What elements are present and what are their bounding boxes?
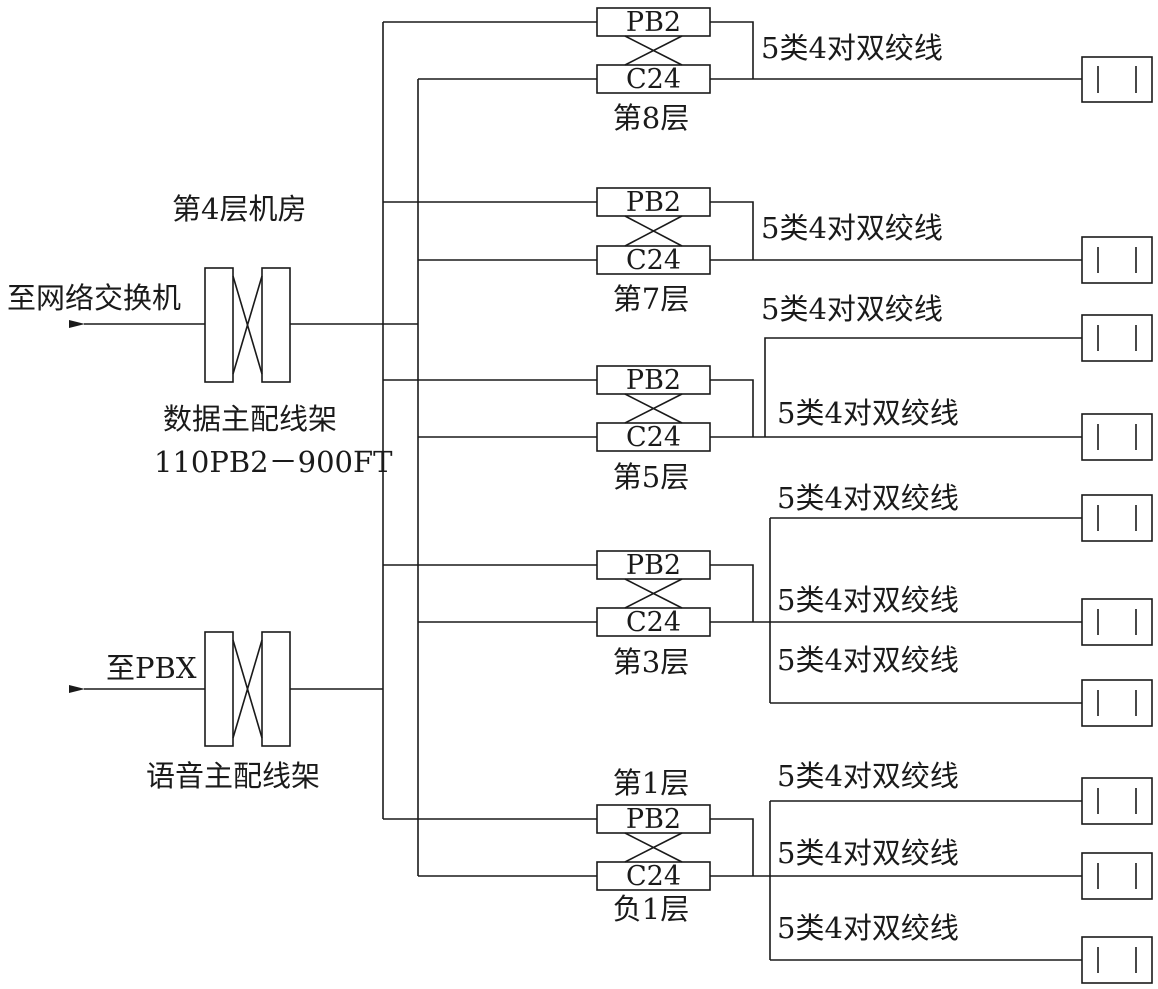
- floor-3-cross-connect: [383, 517, 1082, 704]
- floor-7-outlet: [1081, 236, 1153, 284]
- floor-5-cable-label-1: 5类4对双绞线: [761, 292, 943, 326]
- floor-8-c-label: C24: [626, 64, 681, 95]
- floor-b1-pb-label: PB2: [626, 804, 681, 835]
- data-main-distribution-frame: [204, 267, 418, 383]
- data-frame-destination-label: 至网络交换机: [7, 281, 181, 315]
- floor-b1-c-label: C24: [626, 861, 681, 892]
- floor-3-floor-label: 第3层: [613, 645, 689, 679]
- floor-5-cross-connect: [383, 337, 1082, 452]
- data-frame-name-label: 数据主配线架: [163, 402, 337, 436]
- floor-b1-cable-label-2: 5类4对双绞线: [777, 836, 959, 870]
- floor-5-outlet-2: [1081, 413, 1153, 461]
- floor-5-c-label: C24: [626, 422, 681, 453]
- floor-b1-outlet-1: [1081, 777, 1153, 825]
- floor-8-outlet: [1081, 56, 1153, 103]
- voice-main-distribution-frame: [204, 631, 383, 747]
- floor-3-outlet-1: [1081, 494, 1153, 542]
- floor-3-cable-label-3: 5类4对双绞线: [777, 643, 959, 677]
- floor-b1-outlet-3: [1081, 936, 1153, 984]
- floor-7-cross-connect: [383, 187, 1082, 275]
- floor-b1-cross-connect: [383, 800, 1082, 961]
- floor-b1-outlet-2: [1081, 852, 1153, 900]
- voice-frame-destination-label: 至PBX: [106, 651, 197, 685]
- floor-5-outlet-1: [1081, 314, 1153, 362]
- machine-room-label: 第4层机房: [172, 192, 306, 226]
- floor-1-floor-label: 第1层: [613, 766, 689, 800]
- voice-frame-name-label: 语音主配线架: [146, 759, 320, 793]
- floor-3-pb-label: PB2: [626, 550, 681, 581]
- floor-5-pb-label: PB2: [626, 365, 681, 396]
- floor-7-cable-label: 5类4对双绞线: [761, 211, 943, 245]
- data-frame-model-label: 110PB2－900FT: [154, 445, 393, 479]
- floor-7-c-label: C24: [626, 245, 681, 276]
- floor-8-floor-label: 第8层: [613, 101, 689, 135]
- floor-8-cross-connect: [383, 7, 1082, 94]
- floor-5-floor-label: 第5层: [613, 460, 689, 494]
- floor-7-floor-label: 第7层: [613, 282, 689, 316]
- floor-b1-cable-label-3: 5类4对双绞线: [777, 911, 959, 945]
- floor-8-pb-label: PB2: [626, 7, 681, 38]
- floor-3-cable-label-1: 5类4对双绞线: [777, 481, 959, 515]
- floor-3-outlet-2: [1081, 598, 1153, 646]
- floor-3-c-label: C24: [626, 607, 681, 638]
- floor-b1-cable-label-1: 5类4对双绞线: [777, 759, 959, 793]
- floor-8-cable-label: 5类4对双绞线: [761, 31, 943, 65]
- floor-7-pb-label: PB2: [626, 187, 681, 218]
- floor-5-cable-label-2: 5类4对双绞线: [777, 396, 959, 430]
- floor-3-cable-label-2: 5类4对双绞线: [777, 583, 959, 617]
- floor-b1-floor-label: 负1层: [613, 892, 689, 926]
- floor-3-outlet-3: [1081, 679, 1153, 727]
